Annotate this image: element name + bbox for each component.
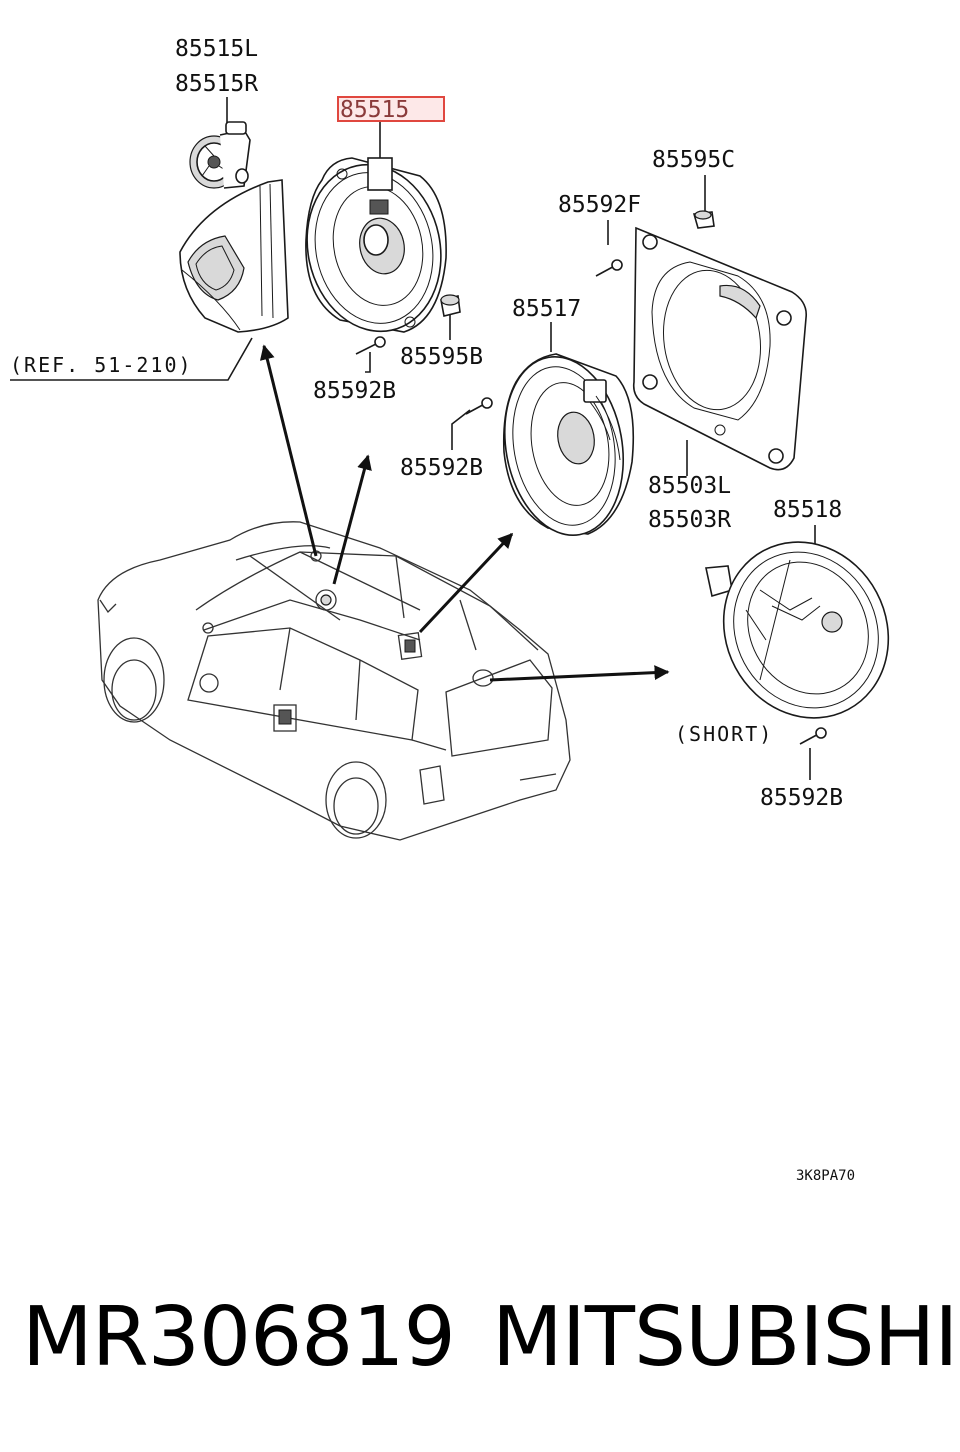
label-85592B: 85592B [313,378,396,404]
clip-85595B [440,294,461,317]
label-ref-51-210: (REF. 51-210) [10,353,193,377]
highlight-box [337,96,445,122]
pillar-trim [179,179,289,333]
speaker-85517 [502,353,635,537]
footer: MR306819 MITSUBISHI [0,1290,960,1390]
label-85515L: 85515L [175,36,258,62]
label-85517: 85517 [512,296,581,322]
clip-85595C [692,210,715,229]
screw-85592B [355,336,386,355]
bracket-85503L [632,226,808,471]
part-number: MR306819 [22,1290,456,1385]
screw-85592B [799,727,827,745]
label-85592B: 85592B [400,455,483,481]
label-85595B: 85595B [400,344,483,370]
label-85592F: 85592F [558,192,641,218]
parts-diagram: 85515L 85515R 85515 85595C 85592F 85517 … [10,36,890,1184]
screw-85592F [595,259,623,277]
diagram-code: 3K8PA70 [796,1168,855,1184]
label-85503R: 85503R [648,507,731,533]
label-85515R: 85515R [175,71,258,97]
label-85518: 85518 [773,497,842,523]
label-85595C: 85595C [652,147,735,173]
speaker-85518 [705,541,890,719]
label-85515: 85515 [340,97,409,123]
label-85592B: 85592B [760,785,843,811]
vehicle-outline [97,521,571,841]
brand-name: MITSUBISHI [492,1290,958,1385]
door-speaker-85515 [305,157,447,333]
screw-85592B [465,397,493,415]
tweeter-85515L [189,121,251,189]
location-arrows [259,344,670,682]
label-short: (SHORT) [675,722,773,746]
label-85503L: 85503L [648,473,731,499]
